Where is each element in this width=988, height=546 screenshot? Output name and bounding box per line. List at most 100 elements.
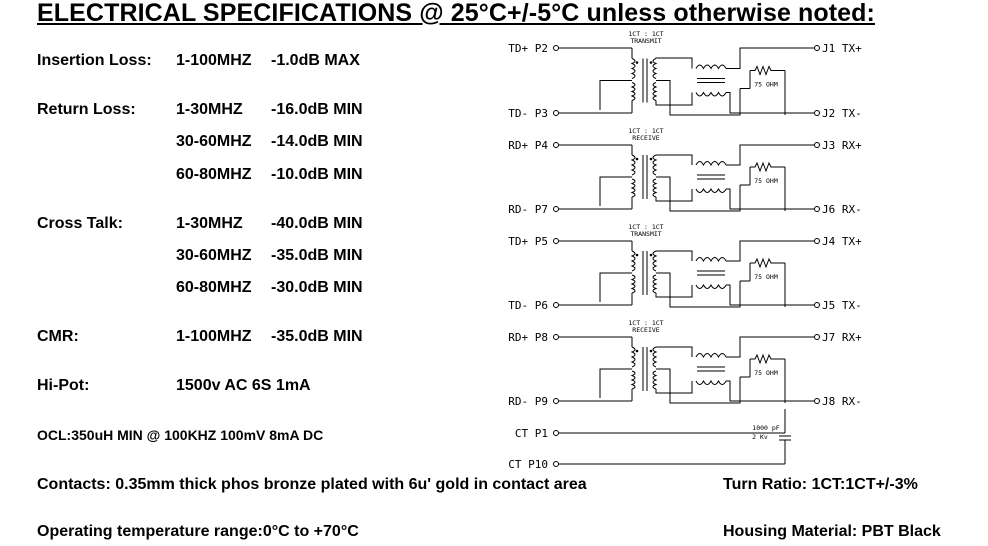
secondary-wire bbox=[656, 154, 693, 165]
page-title: ELECTRICAL SPECIFICATIONS @ 25°C+/-5°C u… bbox=[37, 0, 875, 27]
return-loss-row-3: 60-80MHZ -10.0dB MIN bbox=[0, 166, 500, 186]
return-loss-value: -10.0dB MIN bbox=[271, 166, 363, 183]
return-loss-row-2: 30-60MHZ -14.0dB MIN bbox=[0, 133, 500, 153]
termination-resistor bbox=[750, 353, 785, 365]
transformer-function-label: RECEIVE bbox=[632, 134, 659, 142]
transformer-winding bbox=[630, 370, 636, 390]
left-pin-terminal bbox=[553, 461, 559, 467]
transformer-winding bbox=[652, 154, 658, 176]
left-pin-label: RD+ P8 bbox=[508, 331, 548, 344]
left-pin-terminal bbox=[553, 142, 559, 148]
termination-resistor bbox=[750, 65, 785, 76]
polarity-dot bbox=[635, 253, 639, 257]
cmr-row: CMR: 1-100MHZ -35.0dB MIN bbox=[0, 328, 500, 348]
hipot-value: 1500v AC 6S 1mA bbox=[176, 377, 311, 394]
termination-resistor bbox=[750, 161, 785, 173]
output-wire bbox=[726, 188, 814, 210]
cmr-range: 1-100MHZ bbox=[176, 328, 252, 345]
transformer-winding bbox=[652, 274, 658, 294]
capacitor-value-label: 1000 pF bbox=[752, 424, 779, 432]
insertion-loss-value: -1.0dB MAX bbox=[271, 52, 360, 69]
insertion-loss-row: Insertion Loss: 1-100MHZ -1.0dB MAX bbox=[0, 52, 500, 72]
resistor-value-label: 75 OHM bbox=[754, 81, 778, 89]
output-wire bbox=[726, 336, 814, 358]
cross-talk-range: 30-60MHZ bbox=[176, 247, 252, 264]
transformer-ratio-label: 1CT : 1CT bbox=[628, 127, 663, 135]
transformer-ratio-label: 1CT : 1CT bbox=[628, 30, 663, 38]
polarity-dot bbox=[649, 61, 653, 64]
housing-spec: Housing Material: PBT Black bbox=[723, 523, 941, 540]
output-wire bbox=[726, 144, 814, 166]
transformer-winding bbox=[652, 370, 658, 390]
right-pin-terminal bbox=[814, 110, 820, 116]
secondary-wire bbox=[656, 250, 693, 261]
transformer-winding bbox=[630, 274, 636, 294]
return-loss-range: 30-60MHZ bbox=[176, 133, 252, 150]
transformer-winding bbox=[652, 82, 658, 101]
transformer-winding bbox=[652, 178, 658, 198]
choke-winding bbox=[695, 283, 727, 289]
transformer-function-label: TRANSMIT bbox=[630, 230, 661, 238]
transformer-ratio-label: 1CT : 1CT bbox=[628, 319, 663, 327]
transformer-winding bbox=[630, 346, 636, 368]
center-tap-wire bbox=[599, 368, 632, 398]
secondary-wire bbox=[655, 189, 693, 202]
right-pin-label: J3 RX+ bbox=[822, 139, 862, 152]
center-tap-wire bbox=[599, 80, 632, 110]
output-wire bbox=[726, 380, 814, 402]
turn-ratio-spec: Turn Ratio: 1CT:1CT+/-3% bbox=[723, 476, 918, 493]
transformer-winding bbox=[630, 250, 636, 272]
right-pin-label: J7 RX+ bbox=[822, 331, 862, 344]
transformer-winding bbox=[652, 250, 658, 272]
left-pin-terminal bbox=[553, 45, 559, 51]
transformer-winding bbox=[630, 58, 636, 79]
transformer-winding bbox=[652, 58, 658, 79]
contacts-spec: Contacts: 0.35mm thick phos bronze plate… bbox=[37, 476, 587, 493]
return-loss-range: 1-30MHZ bbox=[176, 101, 243, 118]
hipot-row: Hi-Pot: 1500v AC 6S 1mA bbox=[0, 377, 500, 397]
polarity-dot bbox=[649, 253, 653, 257]
return-loss-label: Return Loss: bbox=[37, 101, 136, 118]
cmr-value: -35.0dB MIN bbox=[271, 328, 363, 345]
left-pin-label: CT P10 bbox=[508, 458, 548, 471]
left-pin-label: TD- P3 bbox=[508, 107, 548, 120]
insertion-loss-range: 1-100MHZ bbox=[176, 52, 252, 69]
right-pin-label: J4 TX+ bbox=[822, 235, 862, 248]
secondary-wire bbox=[655, 92, 693, 106]
left-pin-label: RD- P7 bbox=[508, 203, 548, 216]
cross-talk-value: -30.0dB MIN bbox=[271, 279, 363, 296]
secondary-ct-wire bbox=[656, 272, 741, 308]
left-pin-terminal bbox=[553, 206, 559, 212]
left-pin-terminal bbox=[553, 398, 559, 404]
left-pin-label: TD- P6 bbox=[508, 299, 548, 312]
choke-winding bbox=[695, 257, 727, 263]
return-loss-range: 60-80MHZ bbox=[176, 166, 252, 183]
insertion-loss-label: Insertion Loss: bbox=[37, 52, 152, 69]
right-pin-terminal bbox=[814, 45, 820, 51]
transformer-ratio-label: 1CT : 1CT bbox=[628, 223, 663, 231]
output-wire bbox=[726, 92, 814, 114]
return-loss-row-1: Return Loss: 1-30MHZ -16.0dB MIN bbox=[0, 101, 500, 121]
secondary-wire bbox=[655, 285, 693, 298]
cross-talk-row-3: 60-80MHZ -30.0dB MIN bbox=[0, 279, 500, 299]
choke-winding bbox=[695, 353, 727, 359]
right-pin-label: J6 RX- bbox=[822, 203, 862, 216]
left-pin-terminal bbox=[553, 334, 559, 340]
secondary-wire bbox=[655, 57, 693, 69]
center-tap-wire bbox=[599, 272, 632, 302]
left-pin-terminal bbox=[553, 430, 559, 436]
right-pin-label: J5 TX- bbox=[822, 299, 862, 312]
right-pin-terminal bbox=[814, 398, 820, 404]
transformer-function-label: RECEIVE bbox=[632, 326, 659, 334]
transformer-winding bbox=[630, 82, 636, 101]
right-pin-terminal bbox=[814, 142, 820, 148]
hipot-label: Hi-Pot: bbox=[37, 377, 90, 394]
polarity-dot bbox=[635, 61, 639, 64]
temperature-spec: Operating temperature range:0°C to +70°C bbox=[37, 523, 359, 540]
polarity-dot bbox=[635, 349, 639, 353]
left-pin-label: CT P1 bbox=[515, 427, 548, 440]
choke-winding bbox=[695, 64, 727, 70]
resistor-value-label: 75 OHM bbox=[754, 177, 778, 185]
cmr-label: CMR: bbox=[37, 328, 79, 345]
